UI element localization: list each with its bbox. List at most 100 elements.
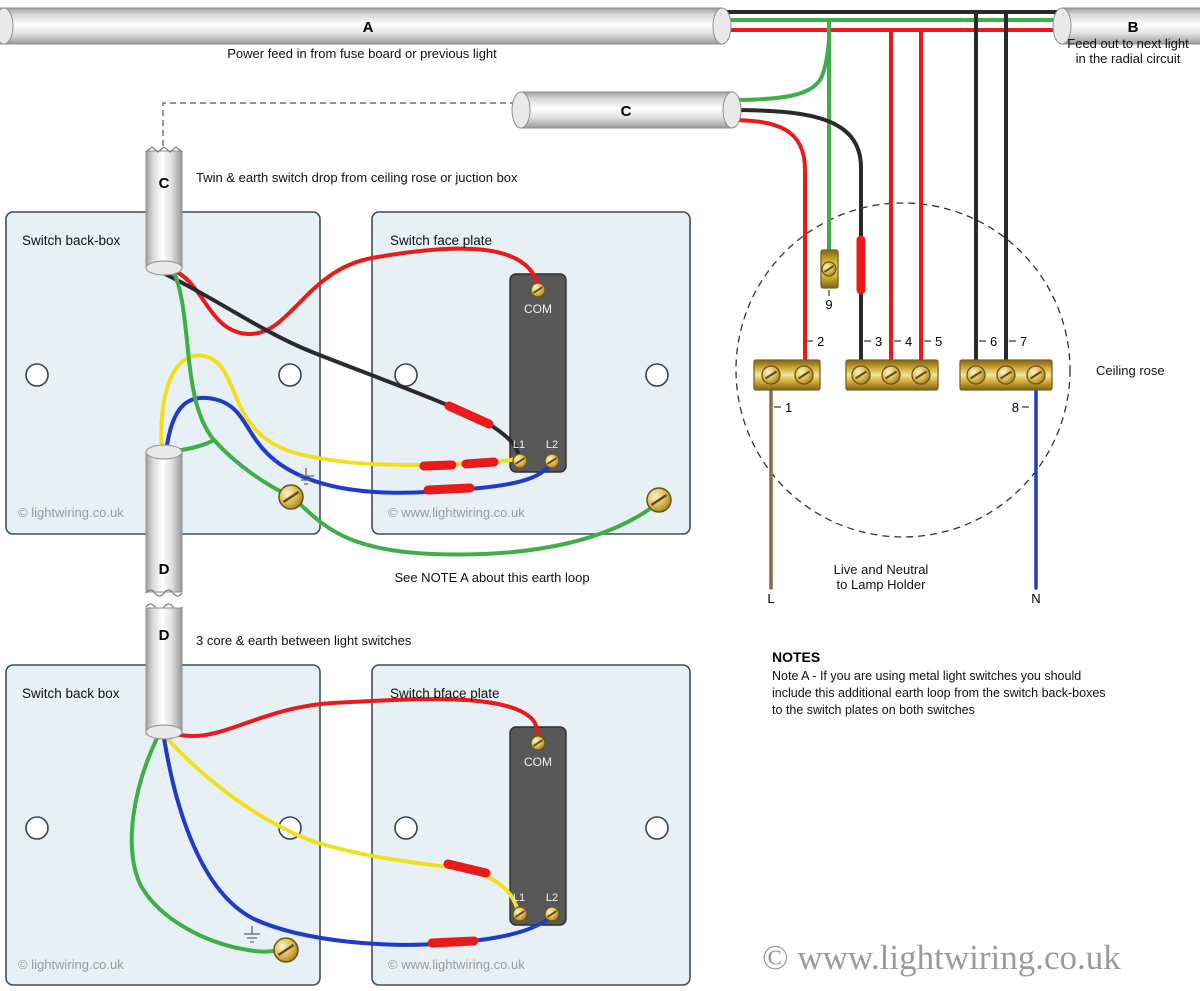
switch2-l2-label: L2	[546, 892, 558, 904]
l2-terminal-screw	[544, 906, 560, 922]
terminal-label-1: 1	[785, 400, 792, 415]
earth-screw	[645, 486, 673, 514]
terminal-ticks	[774, 290, 1029, 408]
terminal-label-6: 6	[990, 334, 997, 349]
switch1-com-label: COM	[524, 302, 552, 316]
earth-screw	[277, 483, 305, 511]
notes-title: NOTES	[772, 649, 820, 665]
terminal-label-9: 9	[825, 297, 832, 312]
fixing-hole	[394, 816, 418, 840]
terminal-screw	[794, 365, 814, 385]
wires	[129, 10, 1068, 954]
terminal-label-2: 2	[817, 334, 824, 349]
cable-c-end-cap	[722, 91, 742, 129]
switch1-switched-live	[163, 272, 521, 459]
switch1-strapper-blue	[164, 395, 553, 495]
cables	[0, 7, 1200, 740]
cable-break-edge	[145, 589, 183, 597]
terminal-screw	[996, 365, 1016, 385]
cable-b-end-cap	[1052, 7, 1072, 45]
terminal-screw	[911, 365, 931, 385]
watermark: © www.lightwiring.co.uk	[388, 957, 525, 972]
cable-d-upper-cap	[145, 444, 183, 460]
cable-b-caption-2: in the radial circuit	[1076, 51, 1181, 66]
switch1-faceplate-title: Switch face plate	[390, 233, 492, 248]
cable-a-label: A	[363, 19, 374, 36]
switch1-backbox-title: Switch back-box	[22, 233, 121, 248]
cable-b-caption-1: Feed out to next light	[1067, 36, 1189, 51]
switch1-l2-label: L2	[546, 439, 558, 451]
earth-loop-note: See NOTE A about this earth loop	[394, 570, 589, 585]
com-terminal-screw	[530, 282, 546, 298]
switch2-live-to-com	[162, 697, 540, 744]
fixing-hole	[645, 816, 669, 840]
switch1-live-to-com	[164, 246, 540, 337]
switch2-l1-label: L1	[513, 892, 525, 904]
watermark: © www.lightwiring.co.uk	[388, 505, 525, 520]
switch2-faceplate-title: Switch bface plate	[390, 686, 500, 701]
red-sleeve-marker	[461, 457, 499, 469]
cable-c-drop-cap	[145, 260, 183, 276]
switch1-l1-label: L1	[513, 439, 525, 451]
earth-screw	[272, 936, 300, 964]
switched-live-wire-cable-c	[726, 108, 863, 364]
cable-c-label: C	[621, 103, 632, 120]
earth-wire-cable-c	[726, 38, 831, 102]
red-sleeve-marker	[444, 401, 494, 429]
cable-c-dashed-link	[162, 102, 520, 146]
cable-c-drop	[145, 150, 183, 269]
cable-a	[0, 7, 723, 45]
notes-line-1: Note A - If you are using metal light sw…	[772, 669, 1081, 683]
watermark: © lightwiring.co.uk	[18, 957, 124, 972]
terminal-screw	[761, 365, 781, 385]
fixing-hole	[645, 363, 669, 387]
neutral-label: N	[1031, 591, 1040, 606]
cable-torn-edge	[145, 146, 183, 153]
cable-d-upper-label: D	[159, 561, 170, 578]
fixing-hole	[25, 816, 49, 840]
ceiling-rose-boundary	[735, 202, 1071, 538]
terminal-screw	[966, 365, 986, 385]
switch1-earth-wire	[170, 266, 292, 498]
live-label: L	[767, 591, 774, 606]
cable-d-lower-cap	[145, 724, 183, 740]
switch1-mechanism	[509, 273, 567, 473]
cable-b	[1061, 7, 1200, 45]
cable-d-caption: 3 core & earth between light switches	[196, 633, 412, 648]
switch2-earth-wire	[129, 734, 285, 954]
switch2-com-label: COM	[524, 755, 552, 769]
red-sleeve-marker	[427, 936, 479, 948]
fixing-hole	[25, 363, 49, 387]
cable-a-left-cap	[0, 7, 14, 45]
notes-line-3: to the switch plates on both switches	[772, 703, 975, 717]
terminal-label-7: 7	[1020, 334, 1027, 349]
switch1-earth-loop	[290, 495, 660, 557]
red-sleeve-marker	[419, 460, 457, 471]
l1-terminal-screw	[512, 906, 528, 922]
site-watermark: © www.lightwiring.co.uk	[762, 938, 1121, 977]
terminal-screw	[821, 261, 837, 277]
terminal-label-4: 4	[905, 334, 912, 349]
cable-b-label: B	[1128, 19, 1139, 36]
cable-c-drop-caption: Twin & earth switch drop from ceiling ro…	[196, 170, 518, 185]
switch2-strapper-blue	[162, 736, 551, 947]
cable-c-drop-label: C	[159, 175, 170, 192]
live-wire-cable-c	[726, 118, 807, 364]
ceiling-rose-label: Ceiling rose	[1096, 363, 1165, 378]
watermark: © lightwiring.co.uk	[18, 505, 124, 520]
lamp-caption-2: to Lamp Holder	[837, 577, 927, 592]
terminal-screw	[851, 365, 871, 385]
ceiling-rose-terminals	[753, 249, 1053, 391]
cable-c-left-cap	[511, 91, 531, 129]
fixing-hole	[394, 363, 418, 387]
terminal-screw	[1026, 365, 1046, 385]
terminal-label-5: 5	[935, 334, 942, 349]
red-sleeve-marker	[443, 859, 491, 878]
com-terminal-screw	[530, 735, 546, 751]
notes-line-2: include this additional earth loop from …	[772, 686, 1106, 700]
lamp-caption-1: Live and Neutral	[834, 562, 929, 577]
cable-a-caption: Power feed in from fuse board or previou…	[227, 46, 497, 61]
terminal-label-3: 3	[875, 334, 882, 349]
terminal-label-8: 8	[1012, 400, 1019, 415]
